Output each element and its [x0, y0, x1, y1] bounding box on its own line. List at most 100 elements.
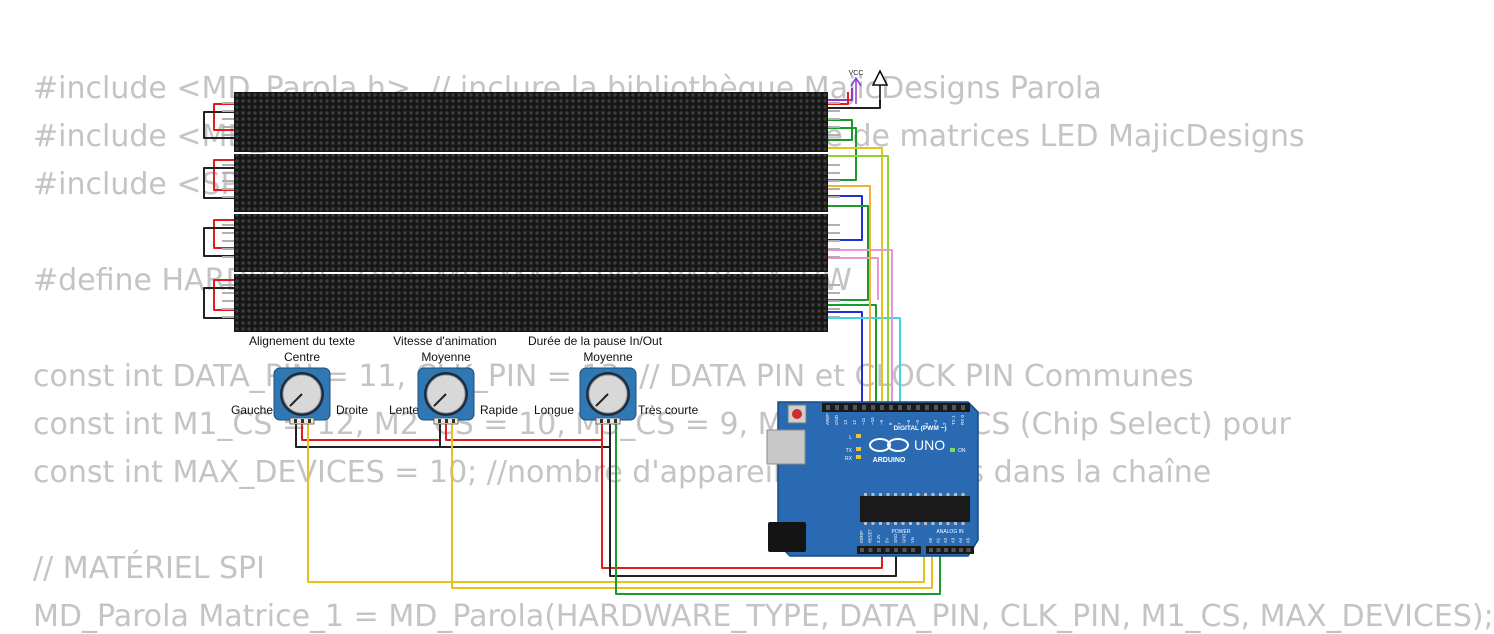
chip-pin — [909, 522, 912, 525]
header-pin[interactable] — [844, 405, 848, 410]
digital-pin-label: ~9 — [879, 419, 884, 425]
chip-pin — [909, 493, 912, 496]
matrix-pin — [222, 102, 234, 104]
header-pin[interactable] — [911, 548, 915, 552]
chip-pin — [879, 522, 882, 525]
code-line: const int DATA_PIN = 11, CLK_PIN = 13; /… — [33, 359, 1194, 394]
matrix-pin — [828, 102, 840, 104]
header-pin[interactable] — [943, 405, 947, 410]
analog-pin-label: A0 — [928, 537, 933, 543]
matrix-pin — [222, 172, 234, 174]
wire-a2 — [615, 423, 941, 595]
arduino-logo-icon — [887, 438, 909, 452]
power-pin-label: 5V — [885, 538, 890, 543]
header-pin[interactable] — [898, 405, 902, 410]
matrix-pin — [828, 232, 840, 234]
header-pin[interactable] — [877, 548, 881, 552]
header-pin[interactable] — [871, 405, 875, 410]
gnd-symbol — [871, 69, 889, 102]
header-pin[interactable] — [885, 548, 890, 552]
digital-pin-label: ~11 — [861, 417, 866, 425]
wire-5v — [601, 423, 883, 569]
header-pin[interactable] — [862, 405, 866, 410]
power-pin-label: Vin — [910, 536, 915, 543]
header-pin[interactable] — [934, 405, 938, 410]
header-pin[interactable] — [929, 548, 933, 552]
header-pin[interactable] — [951, 548, 956, 552]
wire-pot-gnd — [295, 423, 610, 448]
header-pin[interactable] — [966, 548, 971, 552]
led-matrix-row — [234, 214, 828, 272]
matrix-pin — [828, 308, 840, 310]
led-matrix-chain — [222, 92, 840, 332]
matrix-pin — [828, 256, 840, 258]
power-led — [950, 448, 955, 452]
header-pin[interactable] — [944, 548, 948, 552]
wire-data — [828, 119, 853, 141]
atmega-chip — [860, 496, 970, 522]
wire-data — [828, 127, 857, 181]
pot-pin — [308, 419, 311, 423]
header-pin[interactable] — [902, 548, 907, 552]
chip-pin — [954, 522, 957, 525]
wire-pot-vcc — [445, 423, 602, 441]
header-pin[interactable] — [916, 405, 920, 410]
on-label: ON — [958, 448, 966, 454]
analog-header — [926, 546, 974, 554]
digital-pin-label: 8 — [888, 422, 893, 425]
matrix-pin — [828, 248, 840, 250]
header-pin[interactable] — [826, 405, 830, 410]
digital-label: DIGITAL (PWM ~) — [893, 425, 946, 432]
header-pin[interactable] — [907, 405, 911, 410]
pot-title: Durée de la pause In/Out — [528, 334, 663, 348]
header-pin[interactable] — [889, 405, 893, 410]
matrix-pin — [828, 292, 840, 294]
digital-pin-label: RX 0 — [960, 414, 965, 425]
wire-gnd-left — [203, 111, 234, 139]
matrix-pin — [828, 180, 840, 182]
pot-right-label: Rapide — [480, 403, 518, 417]
header-pin[interactable] — [952, 405, 956, 410]
header-pin[interactable] — [936, 548, 941, 552]
pot-value: Moyenne — [583, 350, 633, 364]
matrix-pin — [828, 224, 840, 226]
matrix-pin — [222, 134, 234, 136]
header-pin[interactable] — [835, 405, 839, 410]
header-pin[interactable] — [894, 548, 898, 552]
pot-right-label: Droite — [336, 403, 368, 417]
header-pin[interactable] — [961, 405, 965, 410]
digital-pin-label: 7 — [897, 422, 902, 425]
led-label: RX — [845, 456, 853, 462]
header-pin[interactable] — [868, 548, 873, 552]
header-pin[interactable] — [925, 405, 929, 410]
matrix-pin — [222, 180, 234, 182]
header-pin[interactable] — [880, 405, 884, 410]
matrix-pin — [828, 126, 840, 128]
chip-pin — [916, 522, 920, 525]
chip-pin — [871, 522, 875, 525]
chip-pin — [901, 522, 905, 525]
header-pin[interactable] — [860, 548, 864, 552]
wire-gnd-left — [203, 167, 234, 199]
pot-pin — [438, 419, 441, 423]
pot-pin — [301, 419, 304, 423]
digital-pin-label: ~3 — [933, 419, 938, 425]
header-pin[interactable] — [959, 548, 963, 552]
digital-pin-label: ~10 — [870, 417, 875, 425]
power-pin-label: IOREF — [859, 530, 864, 543]
reset-button[interactable] — [792, 409, 802, 419]
wire-cs-to-uno — [828, 147, 883, 405]
analog-pin-label: A4 — [958, 537, 963, 543]
chip-pin — [886, 493, 890, 496]
digital-pin-label: 4 — [924, 422, 929, 425]
pot-pin — [452, 419, 455, 423]
matrix-pin — [222, 118, 234, 120]
chip-pin — [864, 522, 867, 525]
header-pin[interactable] — [853, 405, 857, 410]
